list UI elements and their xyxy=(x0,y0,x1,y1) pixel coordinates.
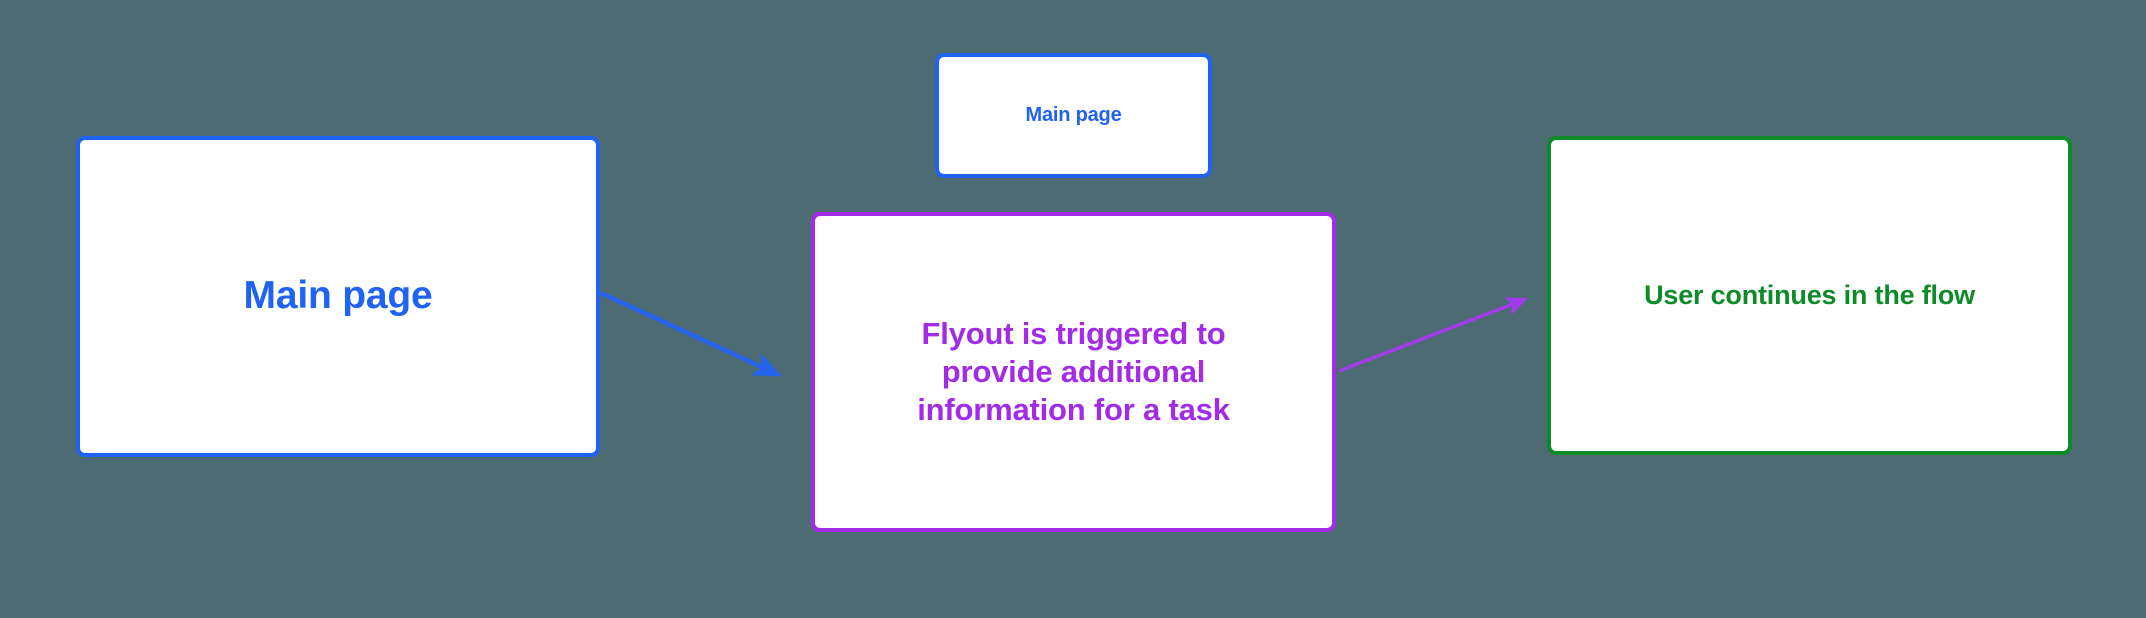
node-flyout-label: Flyout is triggered to provide additiona… xyxy=(917,316,1230,427)
node-user-continues-label: User continues in the flow xyxy=(1644,279,1975,310)
node-main-page-left-label: Main page xyxy=(243,274,433,318)
node-main-page-top[interactable]: Main page xyxy=(935,53,1212,178)
edge-main-page-to-flyout xyxy=(600,290,782,378)
edge-flyout-to-user-continues xyxy=(1338,297,1528,373)
node-main-page-left[interactable]: Main page xyxy=(76,136,600,457)
node-flyout[interactable]: Flyout is triggered to provide additiona… xyxy=(811,212,1336,532)
node-main-page-top-label: Main page xyxy=(1025,104,1122,126)
node-user-continues[interactable]: User continues in the flow xyxy=(1547,136,2072,455)
